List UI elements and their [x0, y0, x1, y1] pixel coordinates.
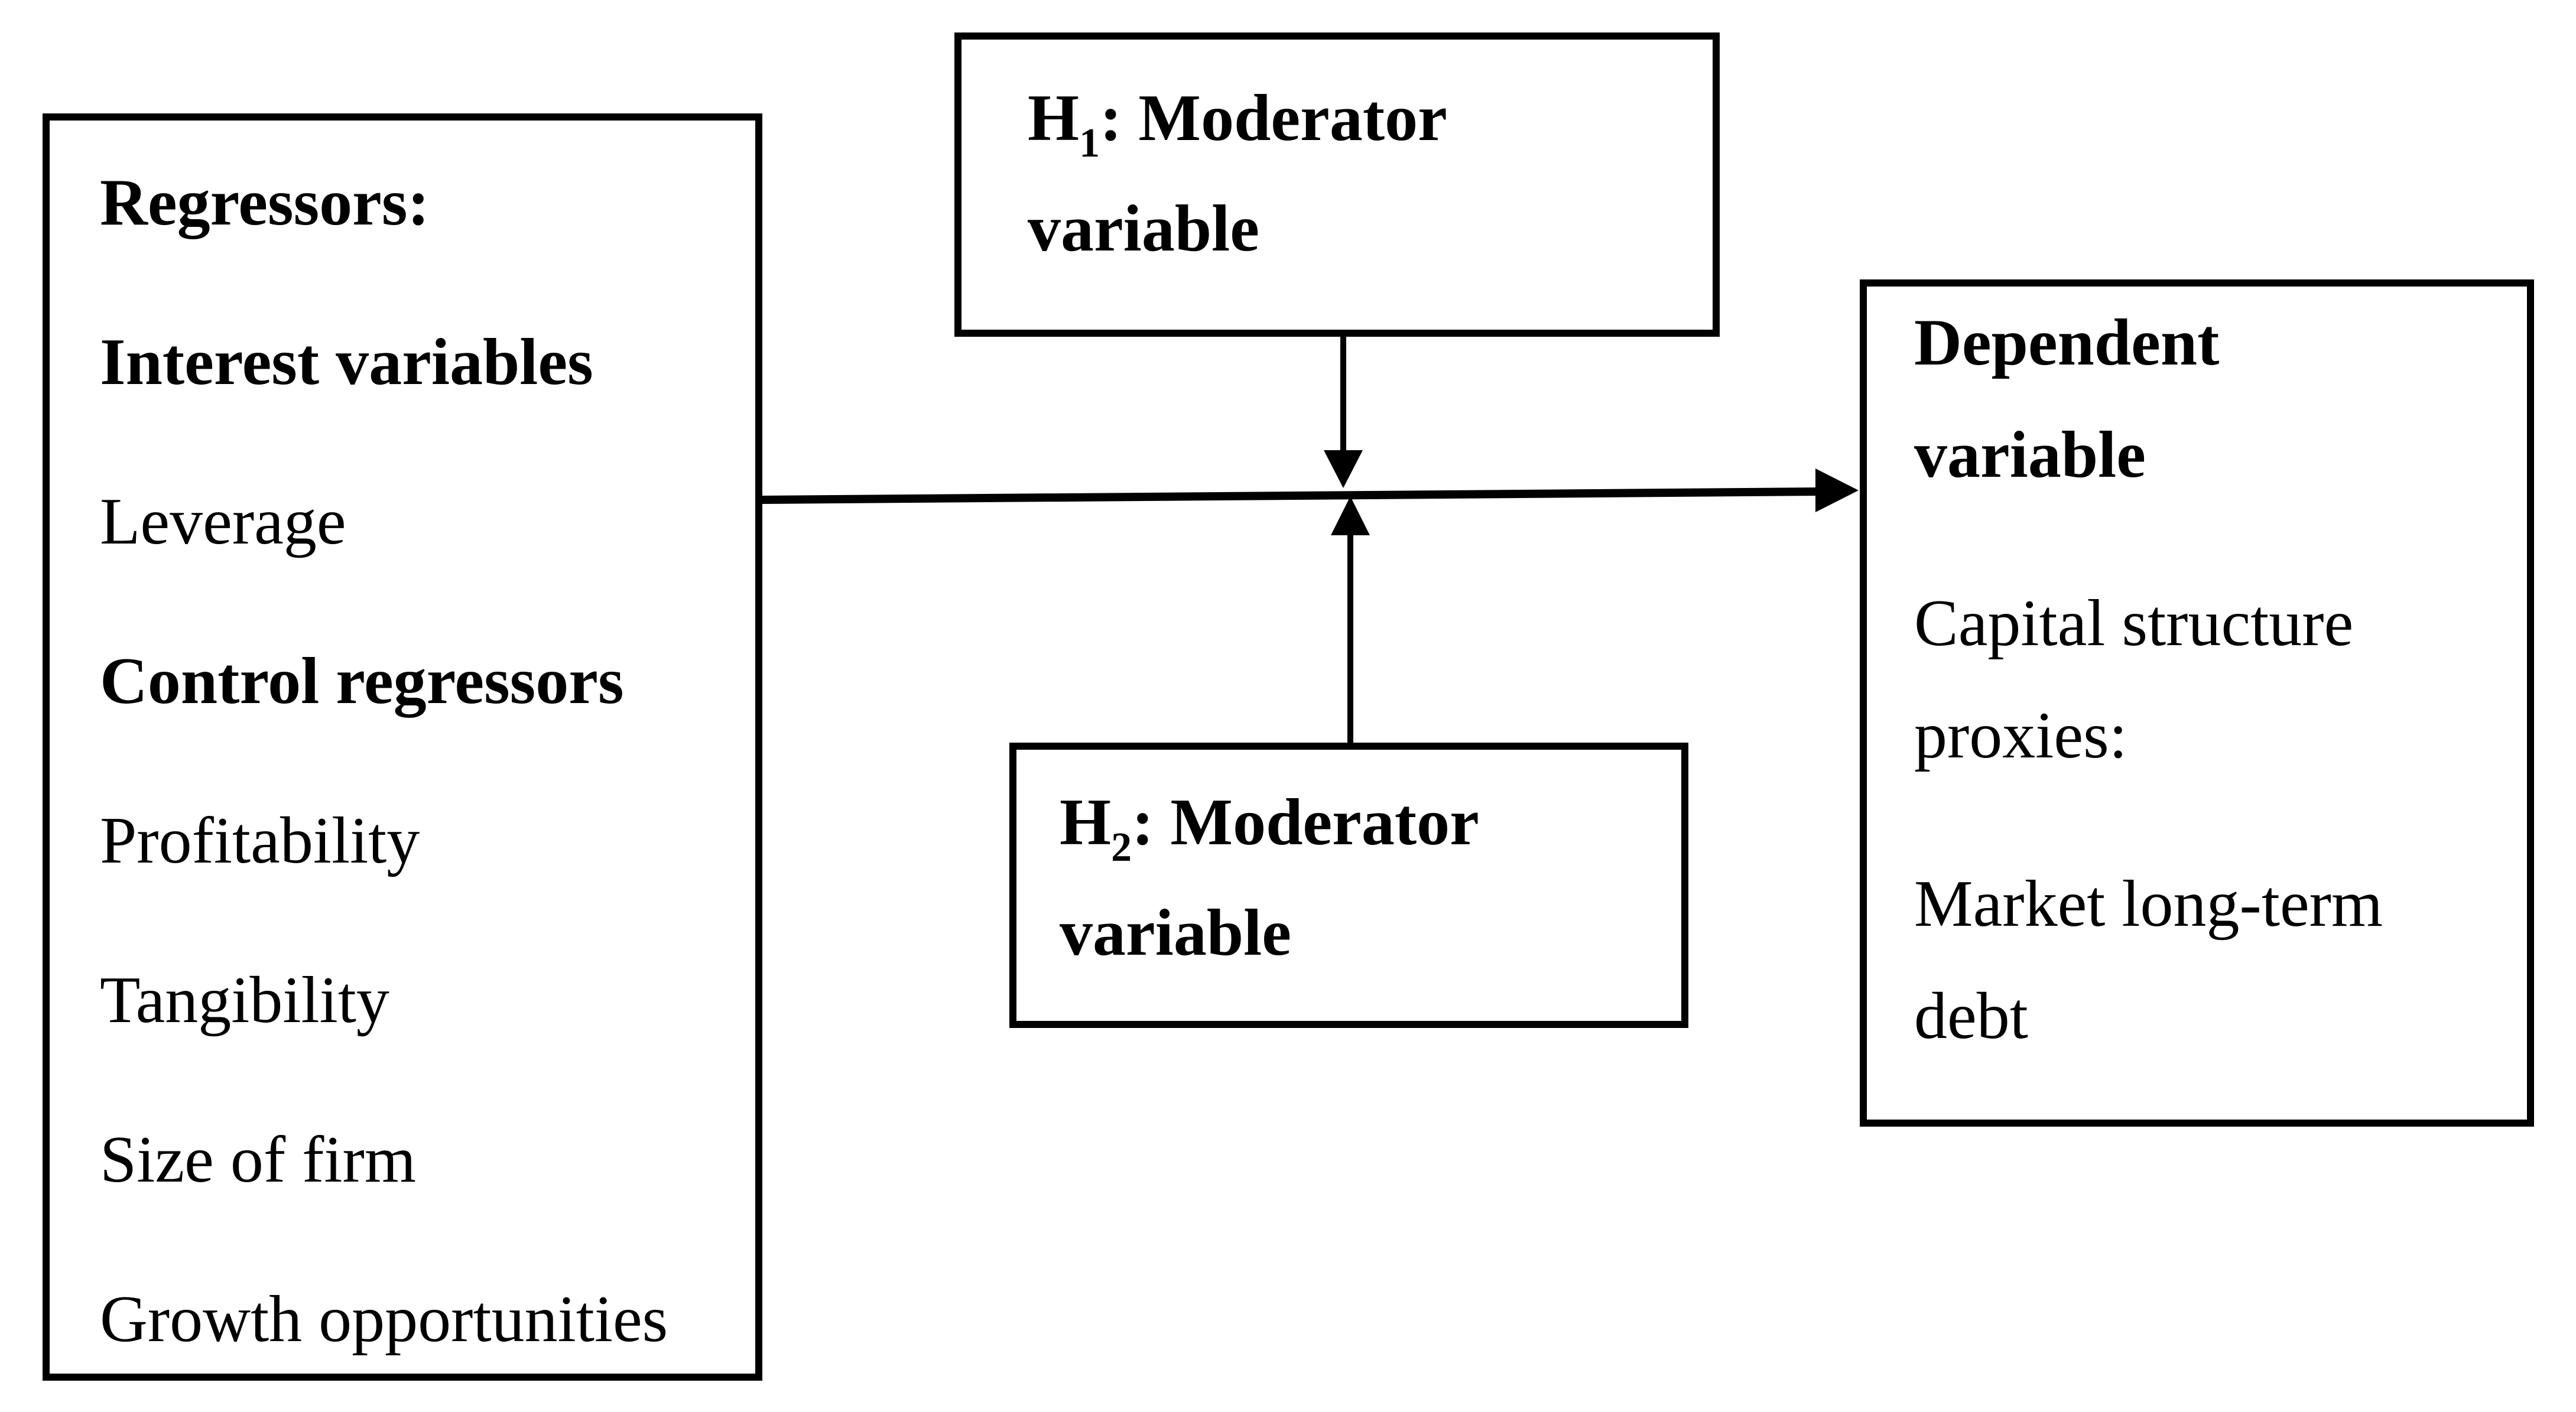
- h2-moderator-line2: variable: [1060, 896, 1291, 969]
- market-debt-line1: Market long-term: [1914, 867, 2383, 941]
- h1-moderator-box: H1: Moderator variable: [954, 32, 1720, 337]
- dependent-line2: variable: [1914, 418, 2146, 492]
- h1-subscript: 1: [1079, 121, 1100, 166]
- dependent-variable-heading: Dependent variable: [1914, 287, 2515, 511]
- control-regressors-label: Control regressors: [100, 645, 624, 718]
- profitability-label: Profitability: [100, 804, 420, 877]
- h2-moderation-arrow: [1331, 496, 1370, 743]
- growth-opportunities-label: Growth opportunities: [100, 1283, 668, 1356]
- capital-structure-line2: proxies:: [1914, 699, 2127, 772]
- h2-after-sub: : Moderator: [1132, 786, 1479, 859]
- regressors-to-dependent-arrow: [762, 469, 1859, 512]
- h1-prefix: H: [1028, 82, 1080, 155]
- h2-prefix: H: [1060, 786, 1112, 859]
- regressors-heading: Regressors:: [100, 166, 430, 239]
- dependent-line1: Dependent: [1914, 306, 2220, 379]
- h1-moderator-line2: variable: [1028, 192, 1259, 265]
- h2-moderator-box: H2: Moderator variable: [1009, 743, 1688, 1028]
- capital-structure-proxies: Capital structure proxies:: [1914, 567, 2515, 792]
- h2-moderator-line1: H2: Moderator: [1060, 767, 1669, 878]
- size-of-firm-label: Size of firm: [100, 1123, 416, 1196]
- leverage-label: Leverage: [100, 485, 346, 558]
- h1-moderator-line1: H1: Moderator: [1028, 63, 1701, 174]
- h1-moderation-arrow: [1324, 336, 1363, 488]
- interest-variables-label: Interest variables: [100, 326, 593, 399]
- h2-subscript: 2: [1111, 825, 1132, 870]
- tangibility-label: Tangibility: [100, 964, 389, 1037]
- dependent-variable-box: Dependent variable Capital structure pro…: [1860, 279, 2534, 1127]
- regressors-box: Regressors: Interest variables Leverage …: [43, 113, 762, 1381]
- capital-structure-line1: Capital structure: [1914, 587, 2354, 660]
- h1-after-sub: : Moderator: [1100, 82, 1447, 155]
- market-debt-line2: debt: [1914, 980, 2028, 1053]
- market-long-term-debt: Market long-term debt: [1914, 848, 2515, 1072]
